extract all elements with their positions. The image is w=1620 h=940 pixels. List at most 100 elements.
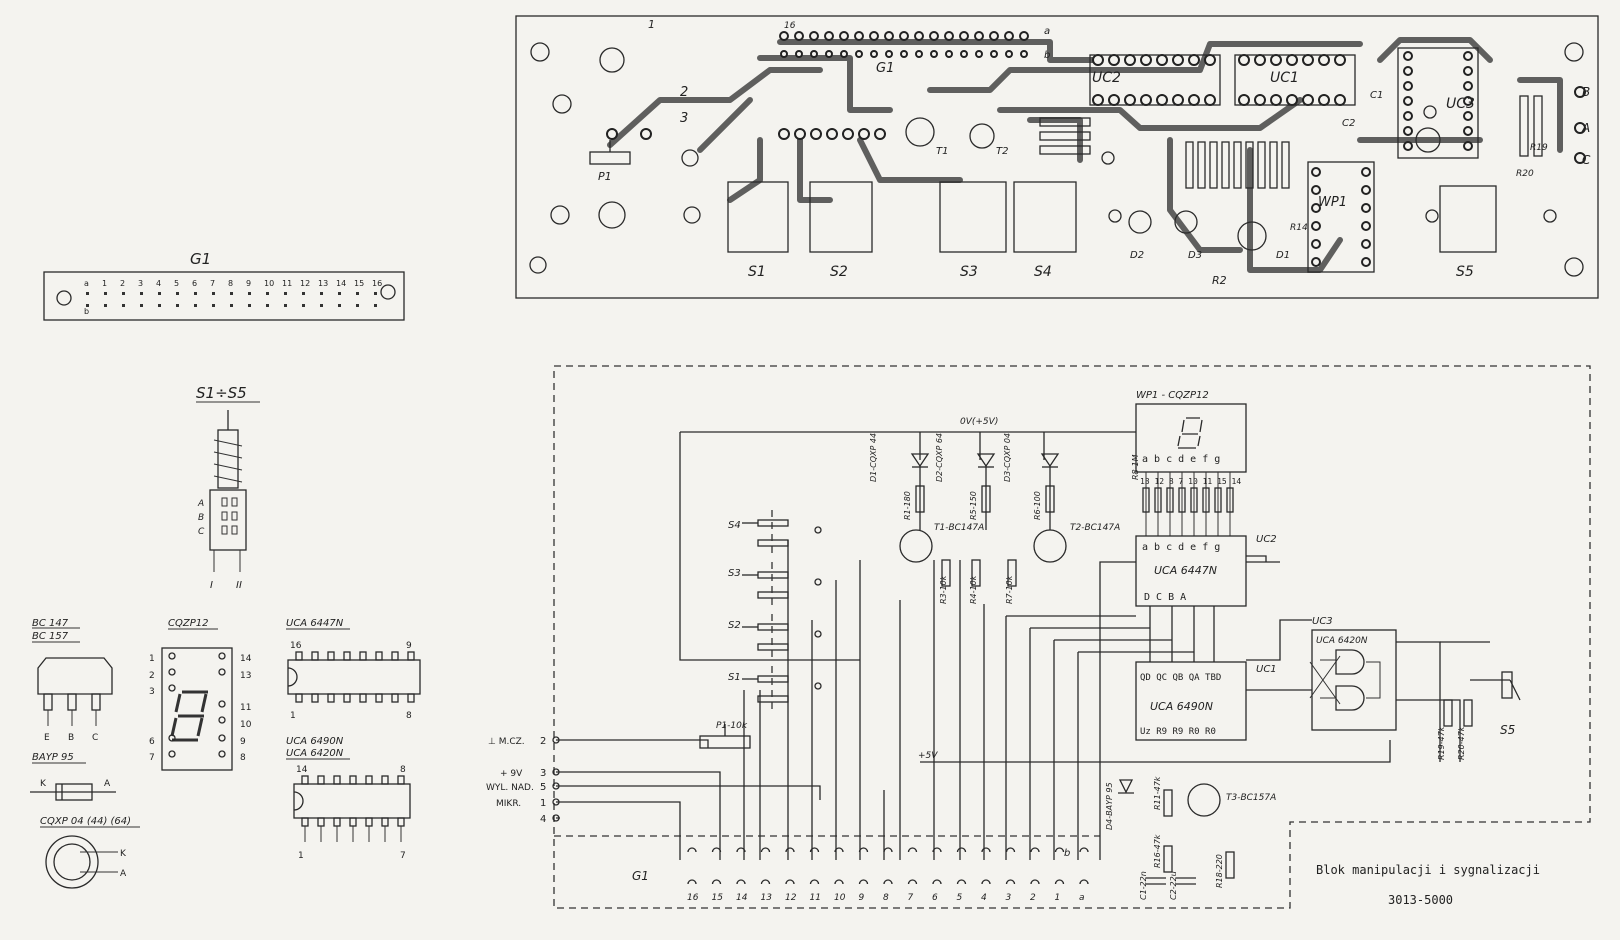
connector-pin xyxy=(86,292,89,295)
pcb-pad xyxy=(1172,54,1184,66)
switch-contact xyxy=(757,519,789,527)
g1-pin-label: 7 xyxy=(908,893,914,903)
g1-pin xyxy=(1005,847,1016,853)
pcb-pad xyxy=(1238,54,1250,66)
schematic-diagram: WP1 - CQZP12 a b c d e f g 13 12 8 7 10 … xyxy=(486,365,1591,909)
switch-pin-a: A xyxy=(197,499,204,509)
ic16-leg xyxy=(327,651,335,661)
pcb-pad xyxy=(990,50,998,58)
pcb-pad xyxy=(1140,54,1152,66)
sch-uc1-low: Uz R9 R9 R0 R0 xyxy=(1140,727,1216,737)
g1-pin xyxy=(981,847,991,853)
pcb-pad xyxy=(870,50,878,58)
g1-pin-label: 9 xyxy=(859,893,865,903)
transistor-pin-e: E xyxy=(44,733,50,743)
connector-pin-label: 6 xyxy=(192,279,197,288)
g1-pin-label: a xyxy=(1079,893,1085,903)
part-ic16: UCA 6447N 16 9 1 8 xyxy=(286,618,421,721)
pcb-resistor xyxy=(1281,141,1290,189)
g1-pin-label: 2 xyxy=(1030,893,1036,903)
ic16-leg xyxy=(311,651,319,661)
pcb-pad xyxy=(640,128,652,140)
ic16-title: UCA 6447N xyxy=(286,618,344,629)
switch-contact xyxy=(757,591,789,599)
g1-pin-label: 11 xyxy=(810,893,821,903)
g1-pin xyxy=(981,879,991,885)
transistor-title-2: BC 157 xyxy=(32,631,69,642)
switch-pin-c: C xyxy=(198,527,205,537)
g1-pin-label: 14 xyxy=(736,893,748,903)
pcb-pad xyxy=(778,128,790,140)
g1-pin xyxy=(736,847,746,853)
g1-pin xyxy=(956,847,967,853)
input-pin-0: 2 xyxy=(540,736,546,747)
display-pin-dot xyxy=(218,750,226,758)
pcb-pad xyxy=(1574,122,1586,134)
ic14-leg xyxy=(381,817,389,827)
pcb-pad xyxy=(1361,167,1371,177)
sch-uc3-type: UCA 6420N xyxy=(1316,636,1368,646)
segment-resistor xyxy=(1166,487,1174,513)
g1-pin xyxy=(834,847,844,853)
pcb-pad xyxy=(1188,94,1200,106)
sch-r1: R1-180 xyxy=(903,491,912,520)
connector-pin xyxy=(104,292,107,295)
pcb-resistor xyxy=(1257,141,1266,189)
pcb-pad xyxy=(1463,51,1473,61)
ic16-leg xyxy=(391,693,399,703)
pcb-pad xyxy=(1302,94,1314,106)
sch-s4: S4 xyxy=(728,520,741,531)
ic16-leg xyxy=(407,651,415,661)
pcb-pad xyxy=(944,31,954,41)
connector-pin xyxy=(320,292,323,295)
pcb-pad xyxy=(884,31,894,41)
connector-pin xyxy=(374,292,377,295)
pcb-side-c: C xyxy=(1582,153,1591,167)
pcb-pad xyxy=(840,50,848,58)
part-diode: BAYP 95 K A xyxy=(30,752,116,801)
pcb-pad xyxy=(1156,94,1168,106)
transistor-pin-b: B xyxy=(68,733,74,743)
switch-contact xyxy=(757,675,789,683)
pcb-pad xyxy=(1270,54,1282,66)
pcb-pad xyxy=(1311,167,1321,177)
switch-terminal xyxy=(814,630,822,638)
ic16-p9: 9 xyxy=(406,641,412,651)
resistor-symbol xyxy=(1225,851,1235,879)
sch-uc2-in: D C B A xyxy=(1144,592,1186,603)
sch-t1: T1-BC147A xyxy=(934,523,984,533)
connector-pin xyxy=(158,304,161,307)
pcb-side-a: A xyxy=(1581,121,1590,135)
part-transistor: BC 147 BC 157 E B C xyxy=(32,618,113,743)
g1-pin xyxy=(1079,847,1089,853)
led-symbol xyxy=(976,453,996,468)
caption-title: Blok manipulacji i sygnalizacji xyxy=(1316,863,1540,877)
ic14-leg xyxy=(365,817,373,827)
resistor-symbol xyxy=(1045,485,1055,513)
transistor-title-1: BC 147 xyxy=(32,618,69,629)
pcb-pad xyxy=(1019,31,1029,41)
g1-pin xyxy=(858,879,869,885)
sch-s2: S2 xyxy=(728,620,741,631)
pcb-c2: C2 xyxy=(1342,118,1355,129)
ic16-leg xyxy=(375,651,383,661)
switch-terminal xyxy=(814,578,822,586)
pcb-pad xyxy=(1361,203,1371,213)
ic16-leg xyxy=(375,693,383,703)
pcb-pad xyxy=(989,31,999,41)
pcb-pad xyxy=(1361,257,1371,267)
display-title: CQZP12 xyxy=(168,618,208,629)
connector-pin xyxy=(338,304,341,307)
pcb-pad xyxy=(1403,66,1413,76)
sch-uc2-type: UCA 6447N xyxy=(1154,564,1217,577)
pcb-pad xyxy=(1286,94,1298,106)
sch-r6: R6-100 xyxy=(1033,491,1042,520)
sch-r19: R19-47k xyxy=(1437,726,1446,760)
display-pin-dot xyxy=(218,700,226,708)
connector-pin-label: 14 xyxy=(336,279,346,288)
g1-pin xyxy=(760,847,771,853)
sch-d3: D3-CQXP 04 xyxy=(1003,433,1012,482)
connector-pin xyxy=(212,304,215,307)
g1-pin xyxy=(907,847,918,853)
connector-pin xyxy=(158,292,161,295)
